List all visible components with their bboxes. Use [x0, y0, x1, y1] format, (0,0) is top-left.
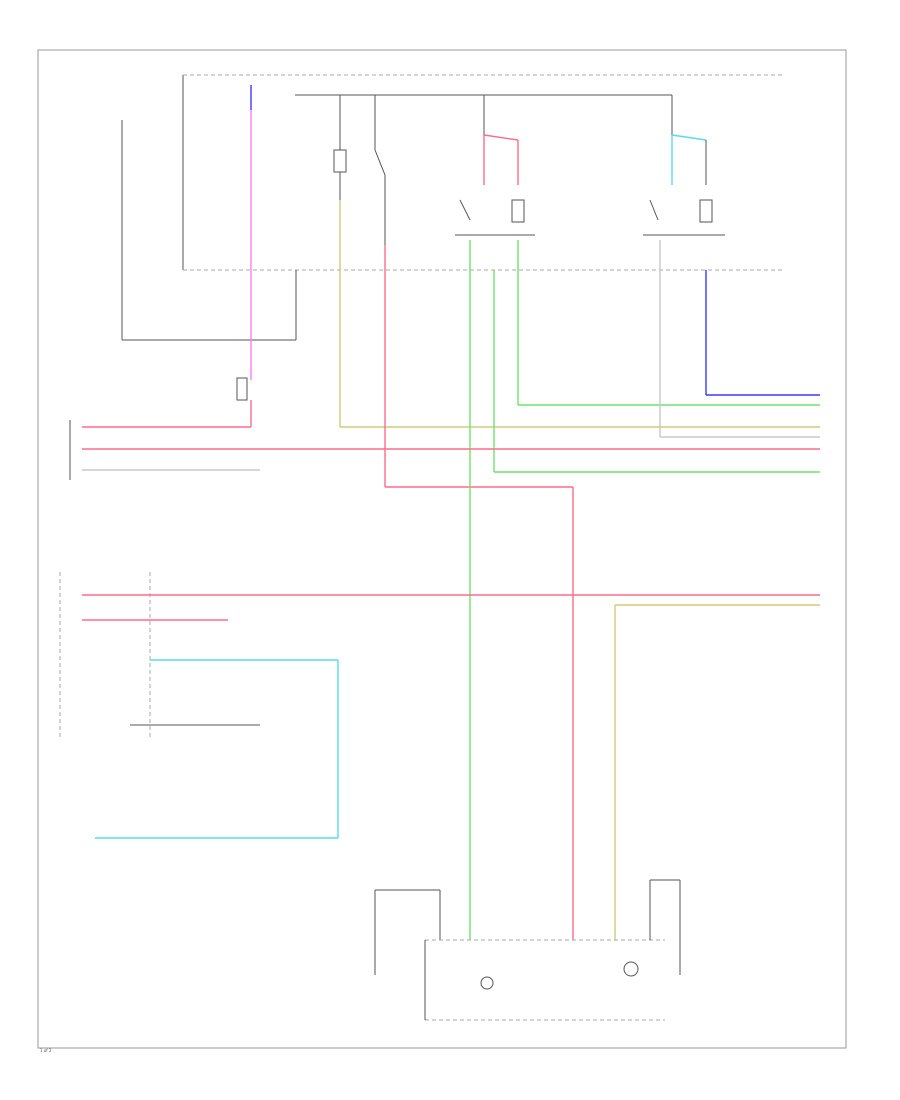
smart-junction-left — [121, 120, 297, 341]
module-left — [69, 400, 820, 480]
relay-d — [643, 95, 820, 438]
page-id: 1 of 2 — [40, 1048, 52, 1053]
instrument-cluster — [59, 572, 820, 940]
relay-b — [374, 95, 574, 940]
fuse-10-circuit — [236, 85, 252, 401]
bottom-module — [374, 879, 681, 1021]
relay-c — [455, 95, 820, 940]
fuse-relay-box — [182, 74, 785, 271]
diagram-border — [37, 49, 847, 1049]
relay-a — [333, 95, 820, 428]
